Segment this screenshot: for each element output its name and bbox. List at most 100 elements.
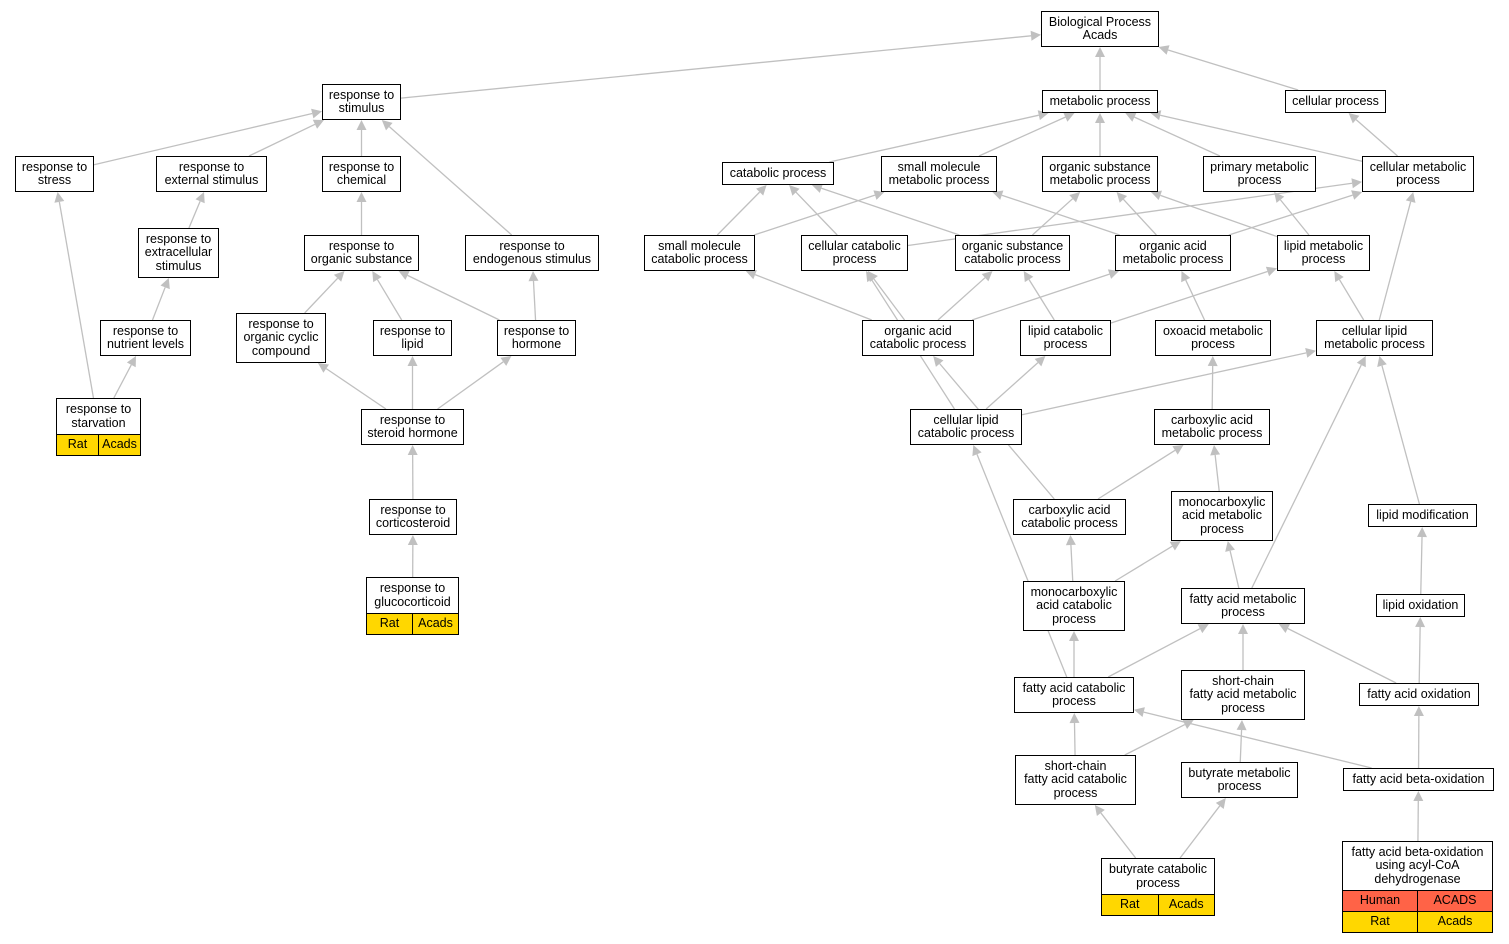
node-monocarboxylic-acid-catabolic-process[interactable]: monocarboxylic acid catabolic process xyxy=(1023,581,1125,631)
node-cellular-lipid-metabolic-process[interactable]: cellular lipid metabolic process xyxy=(1316,320,1433,356)
node-metabolic-process[interactable]: metabolic process xyxy=(1042,90,1158,113)
edge-line xyxy=(58,201,95,399)
edge-arrowhead xyxy=(1278,624,1290,633)
edge-arrowhead xyxy=(1415,617,1426,628)
node-small-molecule-metabolic-process[interactable]: small molecule metabolic process xyxy=(881,156,997,192)
edge-arrowhead xyxy=(528,271,539,282)
edge-line xyxy=(151,287,166,321)
edge-line xyxy=(113,364,132,399)
edge-arrowhead xyxy=(1405,192,1416,203)
edge-line xyxy=(1097,449,1176,500)
node-fatty-acid-catabolic-process[interactable]: fatty acid catabolic process xyxy=(1014,677,1134,713)
node-primary-metabolic-process[interactable]: primary metabolic process xyxy=(1203,156,1316,192)
edge-line xyxy=(978,116,1066,157)
edge-line xyxy=(1107,628,1201,678)
node-lipid-metabolic-process[interactable]: lipid metabolic process xyxy=(1277,235,1370,271)
edge-line xyxy=(1179,805,1221,859)
edge-arrowhead xyxy=(407,445,418,455)
node-short-chain-fatty-acid-catabolic-process[interactable]: short-chain fatty acid catabolic process xyxy=(1015,755,1136,805)
node-response-to-hormone[interactable]: response to hormone xyxy=(497,320,576,356)
node-response-to-nutrient-levels[interactable]: response to nutrient levels xyxy=(100,320,191,356)
edge-arrowhead xyxy=(866,271,876,283)
edge-arrowhead xyxy=(1069,192,1081,203)
edge-arrowhead xyxy=(1351,178,1362,189)
edge-arrowhead xyxy=(407,356,418,366)
node-response-to-corticosteroid[interactable]: response to corticosteroid xyxy=(369,499,457,535)
node-response-to-extracellular-stimulus[interactable]: response to extracellular stimulus xyxy=(138,228,219,278)
edge-line xyxy=(1143,711,1372,769)
node-organic-acid-catabolic-process[interactable]: organic acid catabolic process xyxy=(862,320,974,356)
edge-line xyxy=(1100,812,1137,859)
edge-arrowhead xyxy=(1134,707,1145,717)
edge-arrowhead xyxy=(126,356,136,368)
edge-arrowhead xyxy=(1236,720,1247,731)
node-carboxylic-acid-catabolic-process[interactable]: carboxylic acid catabolic process xyxy=(1013,499,1126,535)
edge-arrowhead xyxy=(981,271,993,282)
node-small-molecule-catabolic-process[interactable]: small molecule catabolic process xyxy=(644,235,755,271)
node-cellular-lipid-catabolic-process[interactable]: cellular lipid catabolic process xyxy=(910,409,1022,445)
edge-arrowhead xyxy=(160,278,170,290)
edge-line xyxy=(716,191,761,236)
node-response-to-external-stimulus[interactable]: response to external stimulus xyxy=(156,156,267,192)
node-response-to-organic-cyclic-compound[interactable]: response to organic cyclic compound xyxy=(236,313,326,363)
edge-arrowhead xyxy=(1197,624,1209,634)
edge-arrowhead xyxy=(312,119,324,129)
edge-arrowhead xyxy=(54,192,65,203)
edge-arrowhead xyxy=(372,271,382,283)
node-catabolic-process[interactable]: catabolic process xyxy=(722,162,834,185)
node-fatty-acid-metabolic-process[interactable]: fatty acid metabolic process xyxy=(1181,588,1305,624)
gene-label: Acads xyxy=(412,614,458,634)
edge-line xyxy=(1167,49,1299,91)
edge-arrowhead xyxy=(1225,541,1235,552)
node-monocarboxylic-acid-metabolic-process[interactable]: monocarboxylic acid metabolic process xyxy=(1171,491,1273,541)
edge-arrowhead xyxy=(1150,190,1162,200)
node-lipid-modification[interactable]: lipid modification xyxy=(1368,504,1477,527)
edge-line xyxy=(985,362,1039,410)
node-butyrate-metabolic-process[interactable]: butyrate metabolic process xyxy=(1181,762,1298,798)
node-response-to-endogenous-stimulus[interactable]: response to endogenous stimulus xyxy=(465,235,599,271)
node-cellular-catabolic-process[interactable]: cellular catabolic process xyxy=(801,235,908,271)
edge-line xyxy=(188,200,201,229)
edge-arrowhead xyxy=(1116,192,1128,203)
edge-arrowhead xyxy=(1125,112,1137,122)
edge-line xyxy=(93,112,313,166)
node-short-chain-fatty-acid-metabolic-process[interactable]: short-chain fatty acid metabolic process xyxy=(1181,670,1305,720)
edge-line xyxy=(376,279,403,321)
edge-arrowhead xyxy=(1417,527,1427,538)
node-fatty-acid-beta-oxidation[interactable]: fatty acid beta-oxidation xyxy=(1343,768,1494,791)
node-response-to-chemical[interactable]: response to chemical xyxy=(322,156,401,192)
node-carboxylic-acid-metabolic-process[interactable]: carboxylic acid metabolic process xyxy=(1154,409,1270,445)
node-lipid-oxidation[interactable]: lipid oxidation xyxy=(1376,594,1465,617)
node-response-to-steroid-hormone[interactable]: response to steroid hormone xyxy=(361,409,464,445)
node-organic-substance-metabolic-process[interactable]: organic substance metabolic process xyxy=(1042,156,1158,192)
edge-arrowhead xyxy=(745,270,757,280)
edge-arrowhead xyxy=(1334,271,1344,283)
species-label: Rat xyxy=(57,435,98,455)
node-fatty-acid-beta-oxidation-using-acyl-coa-dehydrogenase[interactable]: fatty acid beta-oxidation using acyl-CoA… xyxy=(1342,841,1493,933)
node-cellular-metabolic-process[interactable]: cellular metabolic process xyxy=(1362,156,1474,192)
node-organic-substance-catabolic-process[interactable]: organic substance catabolic process xyxy=(955,235,1070,271)
node-response-to-organic-substance[interactable]: response to organic substance xyxy=(304,235,419,271)
edge-line xyxy=(1122,198,1157,236)
node-oxoacid-metabolic-process[interactable]: oxoacid metabolic process xyxy=(1155,320,1271,356)
node-lipid-catabolic-process[interactable]: lipid catabolic process xyxy=(1020,320,1111,356)
node-biological-process[interactable]: Biological Process Acads xyxy=(1041,11,1159,47)
node-response-to-stress[interactable]: response to stress xyxy=(15,156,94,192)
edge-arrowhead xyxy=(1377,356,1387,367)
edge-line xyxy=(971,273,1110,321)
edge-arrowhead xyxy=(317,363,329,373)
node-organic-acid-metabolic-process[interactable]: organic acid metabolic process xyxy=(1115,235,1231,271)
node-response-to-stimulus[interactable]: response to stimulus xyxy=(322,84,401,120)
edge-line xyxy=(1239,729,1243,763)
edge-line xyxy=(1021,352,1307,416)
edge-line xyxy=(1114,545,1173,582)
edge-line xyxy=(821,187,960,236)
node-response-to-lipid[interactable]: response to lipid xyxy=(373,320,452,356)
node-cellular-process[interactable]: cellular process xyxy=(1285,90,1386,113)
node-fatty-acid-oxidation[interactable]: fatty acid oxidation xyxy=(1359,683,1479,706)
edge-arrowhead xyxy=(1023,271,1034,283)
